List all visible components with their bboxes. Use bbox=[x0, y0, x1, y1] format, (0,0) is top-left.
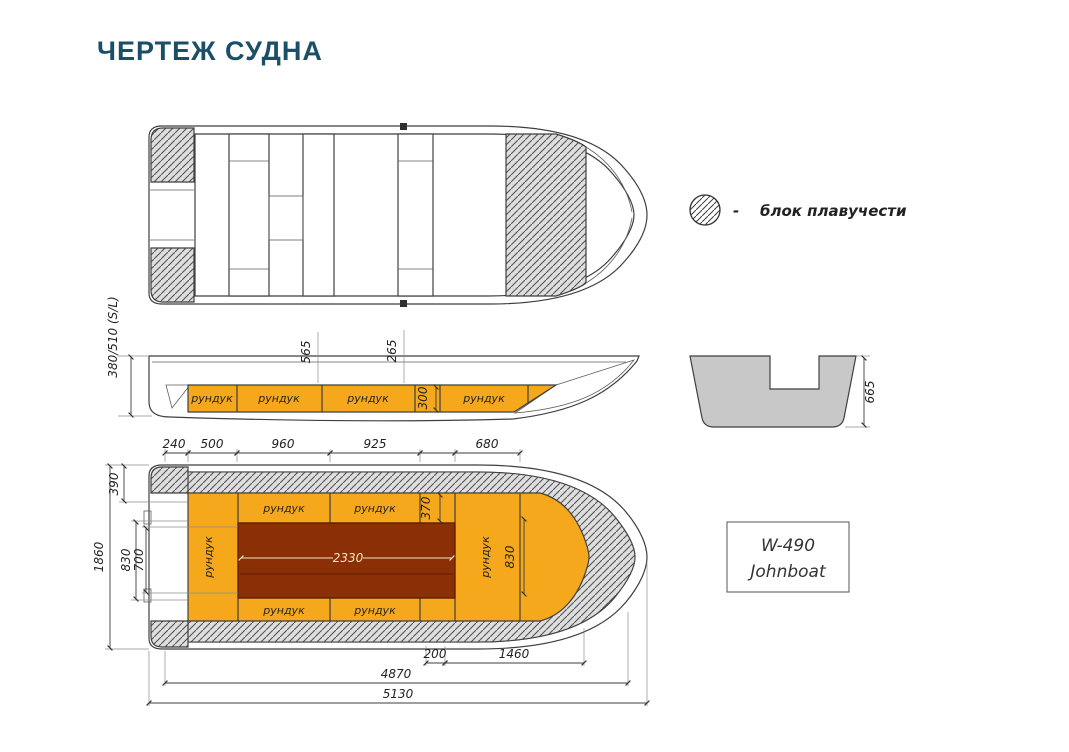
bow-hull-shading bbox=[513, 359, 636, 414]
locker-label: рундук bbox=[262, 502, 305, 515]
model-type: Johnboat bbox=[747, 562, 827, 582]
dim-depth: 380/510 (S/L) bbox=[106, 296, 120, 377]
cleat-top bbox=[400, 123, 407, 130]
dim-370: 370 bbox=[419, 496, 433, 519]
locker-label: рундук bbox=[257, 392, 300, 405]
dim-4870: 4870 bbox=[381, 667, 412, 681]
legend-dash: - bbox=[733, 202, 739, 220]
locker-label: рундук bbox=[353, 502, 396, 515]
dim-830-right: 830 bbox=[503, 545, 517, 568]
plan-top-dimensions: 240 500 960 925 680 bbox=[162, 437, 523, 462]
buoyancy-block-stern-top bbox=[150, 466, 189, 494]
plan-bottom-dimensions: 200 1460 4870 5130 bbox=[146, 562, 650, 706]
locker-label: рундук bbox=[462, 392, 505, 405]
legend-label: блок плавучести bbox=[760, 202, 907, 220]
locker-label: рундук bbox=[262, 604, 305, 617]
buoyancy-block-stern-bottom bbox=[150, 620, 189, 648]
dim-925: 925 bbox=[364, 437, 387, 451]
cockpit-floor bbox=[237, 522, 456, 599]
center-console bbox=[268, 195, 304, 241]
bench-seat-fwd bbox=[397, 133, 434, 297]
stern-hull-shading bbox=[165, 384, 191, 409]
bench-seat-aft bbox=[228, 133, 270, 297]
legend: - блок плавучести bbox=[689, 194, 907, 226]
locker-label: рундук bbox=[202, 536, 215, 579]
dim-240: 240 bbox=[163, 437, 186, 451]
buoyancy-block-stern-bottom bbox=[150, 247, 195, 303]
transom-shape bbox=[689, 355, 857, 428]
dim-265: 265 bbox=[385, 340, 399, 363]
cleat-bottom bbox=[400, 300, 407, 307]
page-title: ЧЕРТЕЖ СУДНА bbox=[97, 36, 323, 66]
locker-label: рундук bbox=[346, 392, 389, 405]
bench-seat-mid bbox=[302, 133, 335, 297]
model-name: W-490 bbox=[761, 536, 815, 556]
dim-300: 300 bbox=[416, 386, 430, 409]
dim-1860: 1860 bbox=[92, 541, 106, 572]
bow-inner-line bbox=[585, 217, 633, 284]
stern-fitting bbox=[143, 510, 152, 525]
dim-200: 200 bbox=[424, 647, 447, 661]
plan-left-dimensions: 1860 390 830 700 bbox=[92, 463, 238, 651]
buoyancy-block-icon bbox=[689, 194, 721, 226]
dim-390: 390 bbox=[107, 472, 121, 495]
buoyancy-block-stern-top bbox=[150, 127, 195, 183]
dim-565: 565 bbox=[299, 341, 313, 364]
plan-view: 2330 рундук рундук рундук рундук рундук … bbox=[92, 437, 650, 706]
dim-665: 665 bbox=[863, 381, 877, 404]
top-view bbox=[148, 123, 648, 307]
side-view: рундук рундук рундук рундук 565 265 300 … bbox=[106, 296, 640, 422]
model-box: W-490 Johnboat bbox=[726, 521, 850, 593]
dim-5130: 5130 bbox=[383, 687, 414, 701]
dim-2330: 2330 bbox=[333, 551, 364, 565]
dim-500: 500 bbox=[201, 437, 224, 451]
dim-680: 680 bbox=[476, 437, 499, 451]
buoyancy-block-foredeck bbox=[505, 133, 587, 297]
model-box-frame bbox=[726, 521, 850, 593]
locker-label: рундук bbox=[353, 604, 396, 617]
locker-label: рундук bbox=[479, 536, 492, 579]
locker-label: рундук bbox=[190, 392, 233, 405]
bow-inner-line bbox=[585, 146, 633, 213]
dim-700: 700 bbox=[132, 548, 146, 571]
dim-1460: 1460 bbox=[499, 647, 530, 661]
transom-view: 665 bbox=[689, 355, 877, 428]
dim-960: 960 bbox=[272, 437, 295, 451]
dim-830-left: 830 bbox=[119, 548, 133, 571]
